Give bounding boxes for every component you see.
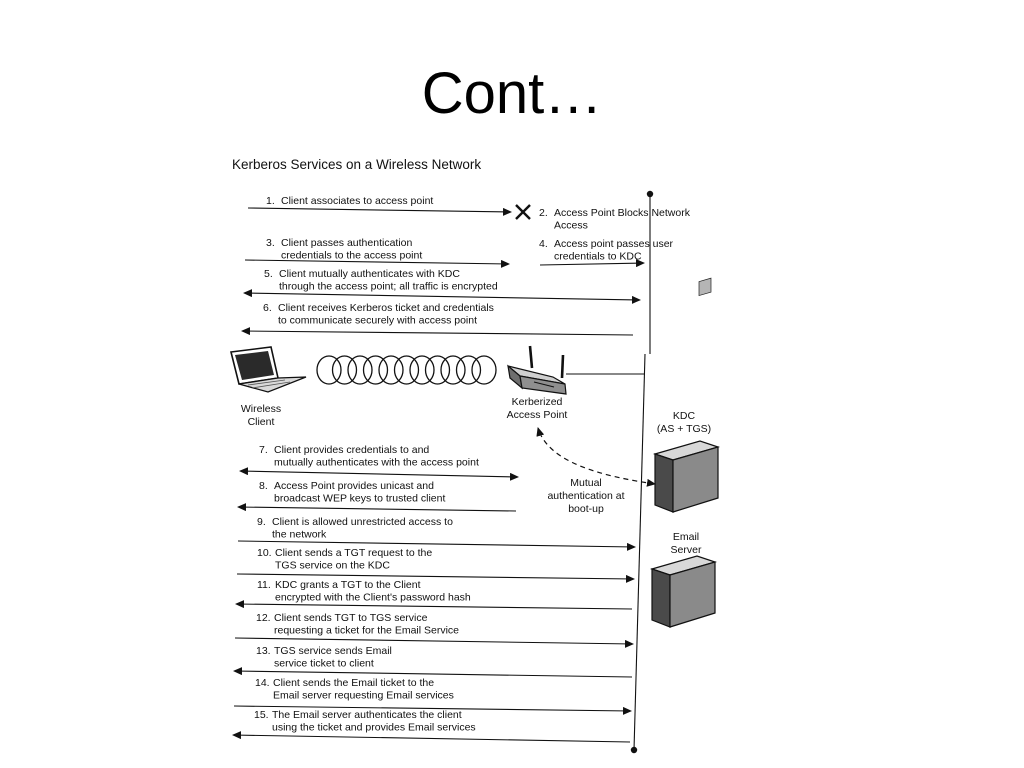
kdc-label-line1: KDC [673,410,696,422]
step-7-number: 7. [259,444,268,456]
step-12-text-line-1: Client sends TGT to TGS service [274,612,428,624]
slide-title: Cont… [421,61,603,126]
coil-loop [378,355,404,385]
step-11-text-line-2: encrypted with the Client's password has… [275,592,471,604]
step-12-text-line-2: requesting a ticket for the Email Servic… [274,625,459,637]
step-13-text-line-2: service ticket to client [274,658,374,670]
mutual-auth-label-line1: Mutual [570,477,602,489]
step-5-number: 5. [264,268,273,280]
step-9-text-line-1: Client is allowed unrestricted access to [272,516,453,528]
arrow-step-4 [539,259,645,268]
coil-loop [409,355,435,385]
step-7-text-line-1: Client provides credentials to and [274,444,429,456]
step-1-text-line-1: Client associates to access point [281,195,433,207]
access-point-icon [507,345,567,395]
step-2-text-line-2: Access [554,220,588,232]
arrow-step-15 [232,731,631,743]
step-2-number: 2. [539,207,548,219]
email-server-icon [649,555,718,628]
step-11-text-line-1: KDC grants a TGT to the Client [275,579,421,591]
step-3-text-line-1: Client passes authentication [281,237,412,249]
step-6-number: 6. [263,302,272,314]
coil-loop [347,355,373,385]
arrow-step-1 [247,207,512,216]
arrow-step-9 [237,540,636,551]
access-point-label-line2: Access Point [507,409,568,421]
figure-title: Kerberos Services on a Wireless Network [232,157,481,172]
kdc-server-icon [652,277,721,513]
step-15-text-line-1: The Email server authenticates the clien… [272,709,462,721]
step-6-text-line-1: Client receives Kerberos ticket and cred… [278,302,494,314]
step-14-text-line-2: Email server requesting Email services [273,690,454,702]
timeline-end-dot [630,746,638,754]
arrow-step-3 [244,259,510,268]
step-3-number: 3. [266,237,275,249]
step-8-number: 8. [259,480,268,492]
step-6-text-line-2: to communicate securely with access poin… [278,315,477,327]
step-15-number: 15. [254,709,269,721]
coil-loop [362,355,389,385]
arrow-step-8 [237,503,517,512]
coil-loop [393,355,420,385]
step-4-text-line-2: credentials to KDC [554,251,642,263]
arrow-step-6 [241,327,634,336]
coil-loop [455,355,482,385]
arrow-step-11 [235,600,633,610]
coil-loop [316,355,342,385]
arrow-step-12 [234,637,634,648]
arrow-step-5 [243,289,641,304]
step-2-text-line-1: Access Point Blocks Network [554,207,691,219]
step-10-text-line-2: TGS service on the KDC [275,560,390,572]
step-text-group: 1. Client associates to access point 2. Acc… [254,195,691,734]
step-5-text-line-1: Client mutually authenticates with KDC [279,268,460,280]
email-server-label-line1: Email [673,531,699,543]
timeline-line-lower [633,353,646,751]
step-3-text-line-2: credentials to the access point [281,250,422,262]
wireless-client-label-line2: Client [248,416,275,428]
arrow-step-10 [236,573,635,583]
step-5-text-line-2: through the access point; all traffic is… [279,281,498,293]
access-point-label-line1: Kerberized [512,396,563,408]
wireless-signal-icon [316,355,497,385]
step-4-text-line-1: Access point passes user [554,238,674,250]
step-14-number: 14. [255,677,270,689]
coil-loop [424,355,451,385]
step-1-number: 1. [266,195,275,207]
timeline-start-dot [646,190,654,198]
wireless-client-label-line1: Wireless [241,403,281,415]
laptop-icon [230,346,307,393]
step-11-number: 11. [257,579,271,591]
step-4-number: 4. [539,238,548,250]
step-8-text-line-2: broadcast WEP keys to trusted client [274,493,445,505]
step-15-text-line-2: using the ticket and provides Email serv… [272,722,476,734]
arrow-step-14 [233,705,632,715]
kdc-label-line2: (AS + TGS) [657,423,711,435]
step-7-text-line-2: mutually authenticates with the access p… [274,457,479,469]
message-arrows [232,207,645,743]
step-13-number: 13. [256,645,271,657]
email-server-label-line2: Server [671,544,702,556]
step-9-text-line-2: the network [272,529,327,541]
step-12-number: 12. [256,612,271,624]
step-10-text-line-1: Client sends a TGT request to the [275,547,432,559]
coil-loop [331,355,358,385]
step-8-text-line-1: Access Point provides unicast and [274,480,434,492]
mutual-auth-dashed-arrow [536,427,656,487]
step-9-number: 9. [257,516,266,528]
coil-loop [440,355,466,385]
mutual-auth-label-line2: authentication at [547,490,624,502]
step-10-number: 10. [257,547,272,559]
arrow-step-13 [233,667,633,678]
arrow-step-7 [239,467,519,481]
step-13-text-line-1: TGS service sends Email [274,645,392,657]
coil-loop [471,355,497,385]
mutual-auth-label-line3: boot-up [568,503,604,515]
step-14-text-line-1: Client sends the Email ticket to the [273,677,434,689]
blocked-x-icon [515,204,531,220]
